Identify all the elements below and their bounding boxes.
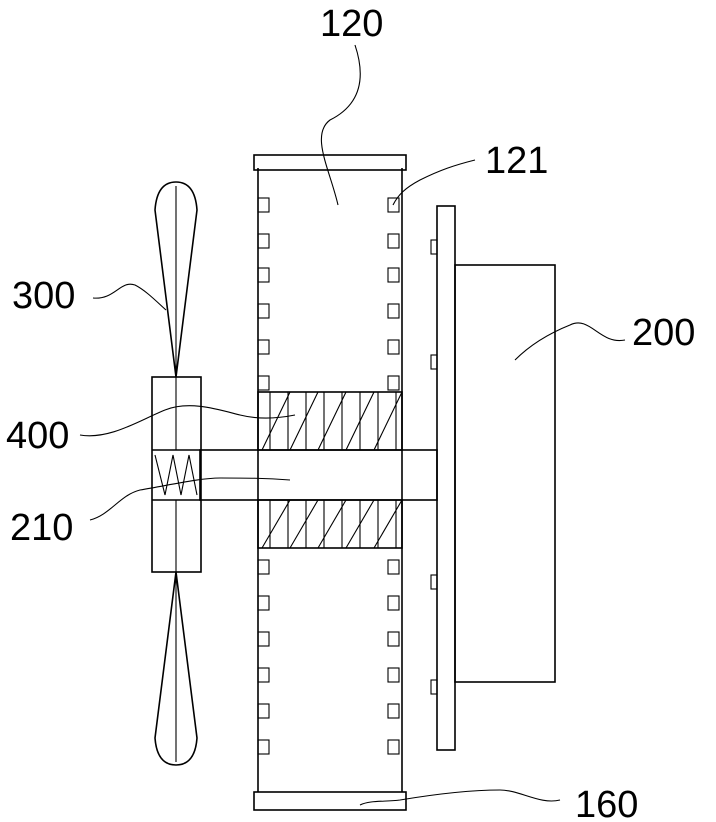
tooth bbox=[388, 560, 399, 574]
label-121: 121 bbox=[485, 140, 548, 182]
tooth bbox=[388, 340, 399, 354]
flange-plate bbox=[437, 206, 455, 750]
tooth bbox=[258, 234, 269, 248]
flange-tabs bbox=[431, 240, 437, 694]
tooth bbox=[258, 304, 269, 318]
tooth bbox=[258, 596, 269, 610]
tooth bbox=[388, 234, 399, 248]
tooth bbox=[388, 704, 399, 718]
label-400: 400 bbox=[6, 415, 69, 457]
label-200: 200 bbox=[632, 312, 695, 354]
hub-block bbox=[258, 392, 402, 548]
tooth bbox=[258, 376, 269, 390]
rotor-housing bbox=[254, 155, 406, 810]
tooth bbox=[388, 632, 399, 646]
tooth bbox=[258, 704, 269, 718]
tooth bbox=[388, 740, 399, 754]
inner-teeth bbox=[258, 198, 399, 754]
tooth bbox=[258, 632, 269, 646]
tooth bbox=[258, 740, 269, 754]
tooth bbox=[388, 268, 399, 282]
top-cap bbox=[254, 155, 406, 170]
label-210: 210 bbox=[10, 507, 73, 549]
tooth bbox=[258, 560, 269, 574]
tooth bbox=[388, 668, 399, 682]
motor-body bbox=[455, 265, 555, 682]
tooth bbox=[258, 668, 269, 682]
tooth bbox=[388, 596, 399, 610]
label-300: 300 bbox=[12, 275, 75, 317]
tooth bbox=[388, 304, 399, 318]
label-160: 160 bbox=[575, 784, 638, 822]
tooth bbox=[258, 340, 269, 354]
tooth bbox=[388, 376, 399, 390]
label-120: 120 bbox=[320, 3, 383, 45]
tooth bbox=[258, 268, 269, 282]
spring bbox=[155, 455, 197, 495]
tooth bbox=[258, 198, 269, 212]
propeller bbox=[152, 182, 201, 765]
